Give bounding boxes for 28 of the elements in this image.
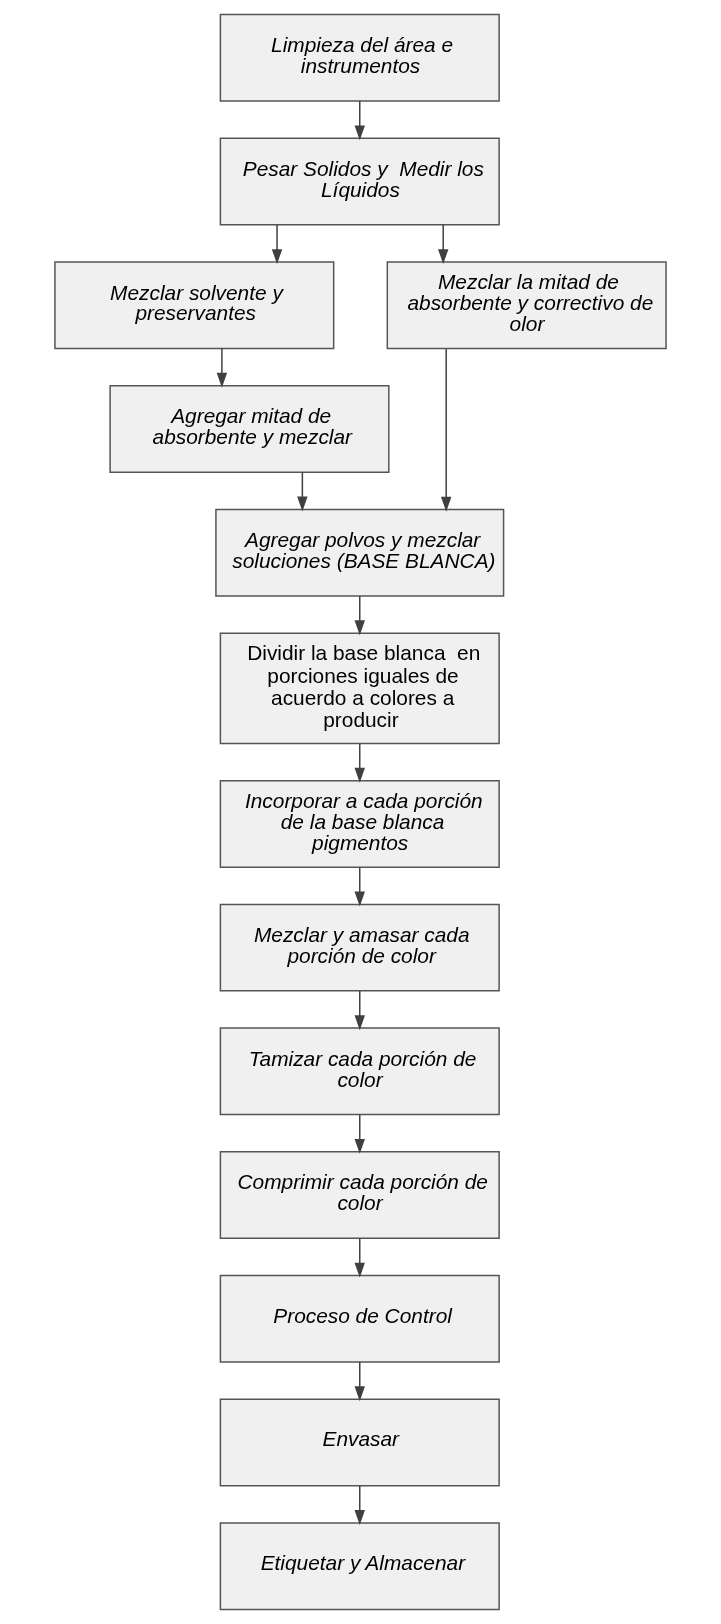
node-box: Incorporar a cada porción de la base blanca pigmentos: [219, 779, 500, 868]
arrow: [354, 1237, 365, 1278]
node-box: Comprimir cada porción de color: [219, 1151, 500, 1239]
arrow: [271, 224, 283, 265]
node-box: Mezclar la mitad de absorbente y correctivo de olor: [386, 261, 667, 350]
node-box: Etiquetar y Almacenar: [219, 1522, 500, 1611]
arrow: [354, 866, 365, 907]
arrow: [354, 990, 365, 1031]
node-box: Agregar mitad de absorbente y mezclar: [109, 385, 390, 473]
node-box: Dividir la base blanca en porciones iguales de acuerdo a colores a producir: [219, 632, 500, 745]
node-box: Tamizar cada porción de color: [219, 1027, 500, 1116]
node-box: Mezclar solvente y preservantes: [54, 261, 335, 350]
node-box: Pesar Solidos y Medir los Líquidos: [219, 137, 500, 226]
arrow: [354, 1484, 365, 1525]
arrow: [354, 100, 365, 141]
arrow: [441, 348, 452, 512]
arrow: [354, 742, 365, 783]
node-box: Limpieza del área e instrumentos: [219, 13, 500, 102]
arrow: [354, 1361, 365, 1402]
arrow: [354, 595, 365, 636]
arrow: [297, 471, 308, 512]
arrow: [216, 347, 228, 388]
arrow: [438, 224, 449, 265]
node-box: Envasar: [219, 1398, 500, 1487]
arrow: [354, 1113, 365, 1154]
node-box: Mezclar y amasar cada porción de color: [219, 903, 500, 992]
node-box: Proceso de Control: [219, 1274, 500, 1363]
node-box: Agregar polvos y mezclar soluciones (BASE BLANCA): [215, 508, 505, 597]
